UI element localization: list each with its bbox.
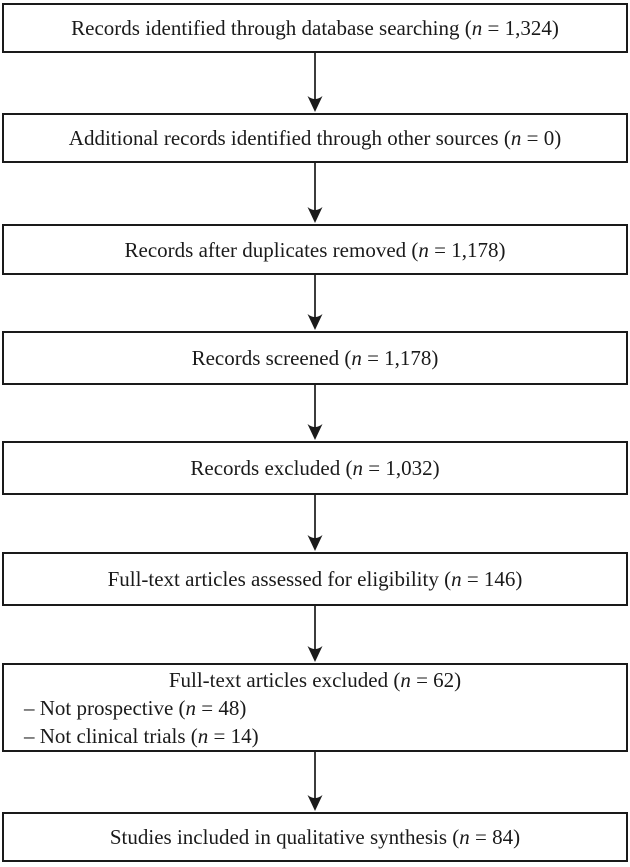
flow-box-label: Records after duplicates removed (n = 1,… <box>124 237 506 262</box>
flow-box-records-screened: Records screened (n = 1,178) <box>2 331 628 385</box>
n-variable: n <box>185 695 197 720</box>
down-arrow-6 <box>303 606 327 663</box>
flow-box-label: Full-text articles assessed for eligibil… <box>107 567 523 591</box>
flow-box-label: Records excluded (n = 1,032) <box>190 456 440 480</box>
box-text: – Not clinical trials <box>24 723 186 748</box>
n-variable: n <box>352 456 364 480</box>
n-value: 146 <box>483 567 516 591</box>
box-text: Studies included in qualitative synthesi… <box>109 825 448 849</box>
flow-box-fulltext-assessed: Full-text articles assessed for eligibil… <box>2 552 628 606</box>
flow-box-studies-included: Studies included in qualitative synthesi… <box>2 812 628 862</box>
down-arrow-4 <box>303 385 327 441</box>
flow-box-label: Studies included in qualitative synthesi… <box>109 825 521 849</box>
n-variable: n <box>510 126 522 150</box>
n-value: 14 <box>230 723 252 748</box>
down-arrow-7 <box>303 752 327 812</box>
flow-box-records-excluded: Records excluded (n = 1,032) <box>2 441 628 495</box>
exclusion-reason-item: – Not clinical trials (n = 14) <box>24 723 259 748</box>
n-variable: n <box>451 567 462 591</box>
exclusion-reason-item: – Not prospective (n = 48) <box>24 695 247 720</box>
box-text: Additional records identified through ot… <box>68 126 499 150</box>
down-arrow-2 <box>303 163 327 224</box>
n-value: 1,178 <box>451 237 499 262</box>
box-text: Records screened <box>191 346 340 370</box>
n-value: 84 <box>492 825 514 849</box>
n-value: 1,324 <box>504 16 552 40</box>
flow-box-fulltext-excluded: Full-text articles excluded (n = 62) – N… <box>2 663 628 752</box>
n-variable: n <box>351 346 362 370</box>
flow-box-label: Records screened (n = 1,178) <box>191 346 439 370</box>
n-variable: n <box>418 237 429 262</box>
flow-box-records-identified: Records identified through database sear… <box>2 3 628 53</box>
box-text: Full-text articles assessed for eligibil… <box>107 567 439 591</box>
n-value: 0 <box>543 126 555 150</box>
n-variable: n <box>471 16 483 40</box>
flow-box-duplicates-removed: Records after duplicates removed (n = 1,… <box>2 224 628 275</box>
n-value: 62 <box>433 667 455 692</box>
n-variable: n <box>400 667 411 692</box>
n-value: 48 <box>218 695 240 720</box>
box-text: – Not prospective <box>24 695 174 720</box>
down-arrow-3 <box>303 275 327 331</box>
n-variable: n <box>197 723 209 748</box>
flow-box-label: Records identified through database sear… <box>71 16 559 40</box>
box-text: Full-text articles excluded <box>168 667 389 692</box>
flow-box-label: Additional records identified through ot… <box>68 126 562 150</box>
box-text: Records excluded <box>190 456 341 480</box>
n-variable: n <box>459 825 470 849</box>
flow-box-label: Full-text articles excluded (n = 62) <box>168 667 462 692</box>
down-arrow-5 <box>303 495 327 552</box>
box-text: Records after duplicates removed <box>124 237 407 262</box>
n-value: 1,178 <box>384 346 432 370</box>
box-text: Records identified through database sear… <box>71 16 460 40</box>
flow-box-additional-records: Additional records identified through ot… <box>2 113 628 163</box>
n-value: 1,032 <box>385 456 433 480</box>
down-arrow-1 <box>303 53 327 113</box>
